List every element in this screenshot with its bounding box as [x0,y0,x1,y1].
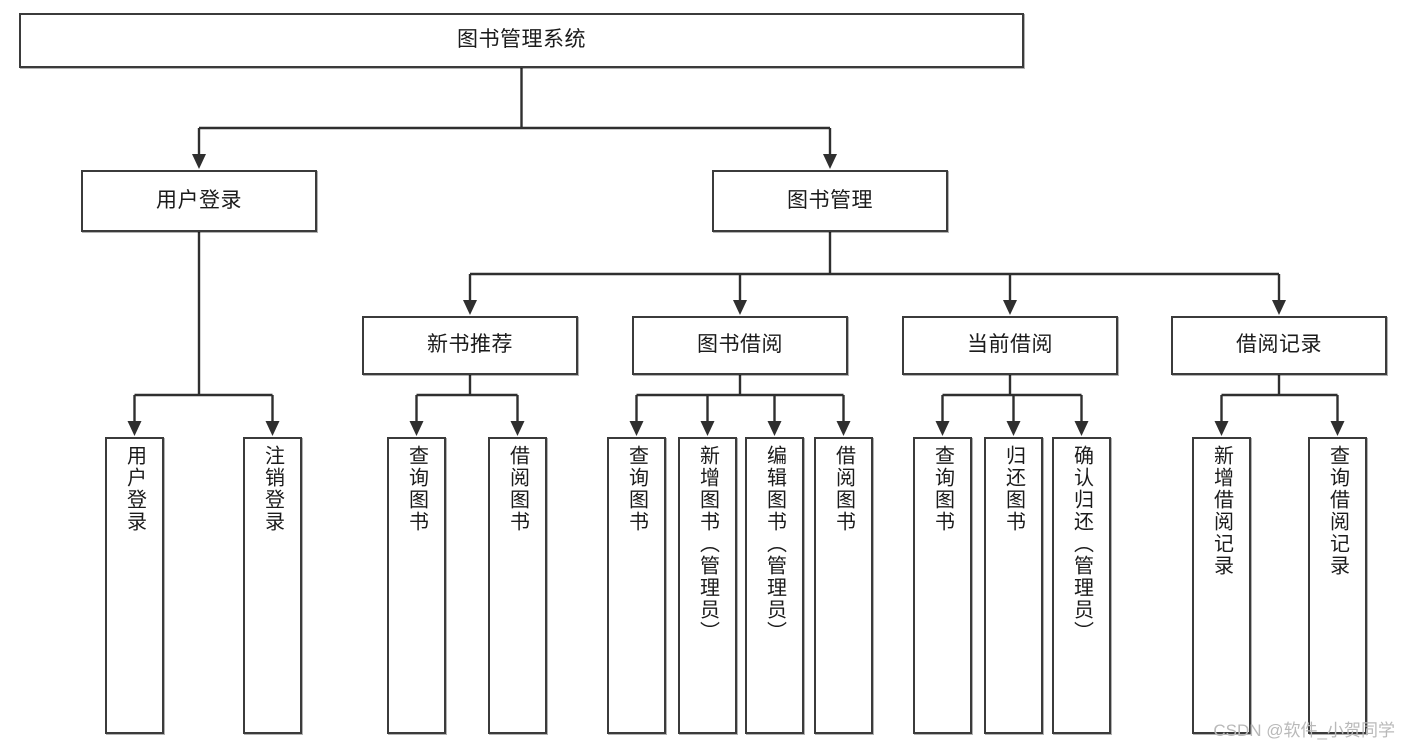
arrow-head-icon [1074,421,1089,436]
node-records[interactable]: 借阅记录 [1171,316,1387,375]
node-leaf-bor-1[interactable]: 查询图书 [607,437,666,734]
node-label: 用户登录 [123,445,146,533]
node-login[interactable]: 用户登录 [81,170,317,232]
arrow-head-icon [265,421,280,436]
node-leaf-rec-2[interactable]: 查询借阅记录 [1308,437,1367,734]
node-label: 用户登录 [156,188,242,212]
arrow-head-icon [1003,300,1017,315]
node-leaf-login-1[interactable]: 用户登录 [105,437,164,734]
node-borrow[interactable]: 图书借阅 [632,316,848,375]
node-leaf-cur-3[interactable]: 确认归还（管理员） [1052,437,1111,734]
node-label: 图书管理 [787,188,873,212]
node-leaf-new-1[interactable]: 查询图书 [387,437,446,734]
node-current[interactable]: 当前借阅 [902,316,1118,375]
arrow-head-icon [463,300,477,315]
node-label: 借阅图书 [506,445,529,533]
node-label: 图书借阅 [697,333,783,357]
node-label: 图书管理系统 [457,28,586,52]
node-leaf-rec-1[interactable]: 新增借阅记录 [1192,437,1251,734]
node-leaf-bor-4[interactable]: 借阅图书 [814,437,873,734]
node-label: 借阅图书 [832,445,855,533]
node-leaf-login-2[interactable]: 注销登录 [243,437,302,734]
arrow-head-icon [192,154,206,169]
node-label: 确认归还（管理员） [1070,445,1093,643]
node-label: 查询借阅记录 [1326,445,1349,577]
arrow-head-icon [127,421,142,436]
node-label: 查询图书 [625,445,648,533]
node-label: 注销登录 [261,445,284,533]
node-label: 借阅记录 [1236,333,1322,357]
node-label: 查询图书 [931,445,954,533]
arrow-head-icon [733,300,747,315]
node-leaf-bor-2[interactable]: 新增图书（管理员） [678,437,737,734]
node-label: 新增借阅记录 [1210,445,1233,577]
node-newbook[interactable]: 新书推荐 [362,316,578,375]
arrow-head-icon [409,421,424,436]
node-leaf-bor-3[interactable]: 编辑图书（管理员） [745,437,804,734]
node-root[interactable]: 图书管理系统 [19,13,1024,68]
arrow-head-icon [510,421,525,436]
arrow-head-icon [700,421,715,436]
node-leaf-cur-1[interactable]: 查询图书 [913,437,972,734]
node-leaf-new-2[interactable]: 借阅图书 [488,437,547,734]
arrow-head-icon [836,421,851,436]
node-label: 归还图书 [1002,445,1025,533]
node-label: 新书推荐 [427,333,513,357]
arrow-head-icon [1214,421,1229,436]
arrow-head-icon [823,154,837,169]
node-label: 编辑图书（管理员） [763,445,786,643]
arrow-head-icon [1006,421,1021,436]
node-label: 新增图书（管理员） [696,445,719,643]
node-label: 当前借阅 [967,333,1053,357]
node-bookmgmt[interactable]: 图书管理 [712,170,948,232]
node-label: 查询图书 [405,445,428,533]
arrow-head-icon [935,421,950,436]
arrow-head-icon [1272,300,1286,315]
arrow-head-icon [1330,421,1345,436]
arrow-head-icon [629,421,644,436]
arrow-head-icon [767,421,782,436]
node-leaf-cur-2[interactable]: 归还图书 [984,437,1043,734]
